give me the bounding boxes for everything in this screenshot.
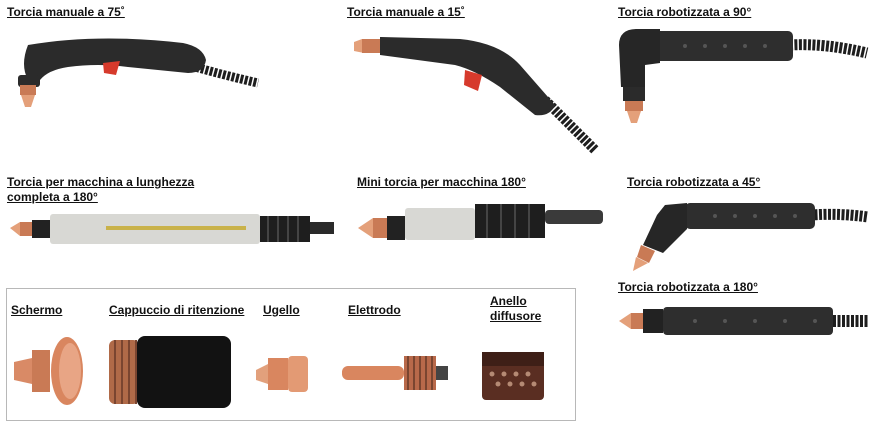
robotic-torch-45-image	[633, 203, 869, 271]
label-machine-full-180: Torcia per macchina a lunghezza completa…	[7, 175, 195, 204]
label-nozzle: Ugello	[263, 303, 300, 317]
label-mini-machine-180: Mini torcia per macchina 180°	[357, 175, 526, 189]
robotic-torch-180-image	[619, 307, 868, 335]
label-electrode: Elettrodo	[348, 303, 401, 317]
label-manual-15: Torcia manuale a 15˚	[347, 5, 465, 19]
swirl-ring-image	[482, 352, 544, 400]
robotic-torch-90-image	[619, 29, 869, 123]
machine-torch-full-180-image	[10, 214, 334, 244]
manual-torch-15-image	[354, 37, 599, 154]
electrode-image	[342, 356, 448, 390]
label-retaining-cap: Cappuccio di ritenzione	[109, 303, 245, 317]
shield-image	[14, 337, 83, 405]
label-swirl-ring: Anello diffusore	[490, 294, 542, 323]
label-robotic-180: Torcia robotizzata a 180°	[618, 280, 758, 294]
retaining-cap-image	[109, 336, 231, 408]
label-shield: Schermo	[11, 303, 63, 317]
mini-machine-torch-180-image	[358, 204, 603, 240]
label-robotic-45: Torcia robotizzata a 45°	[627, 175, 761, 189]
label-robotic-90: Torcia robotizzata a 90°	[618, 5, 752, 19]
consumables-panel	[6, 288, 576, 421]
label-manual-75: Torcia manuale a 75˚	[7, 5, 125, 19]
nozzle-image	[256, 356, 308, 392]
manual-torch-75-image	[18, 38, 260, 107]
